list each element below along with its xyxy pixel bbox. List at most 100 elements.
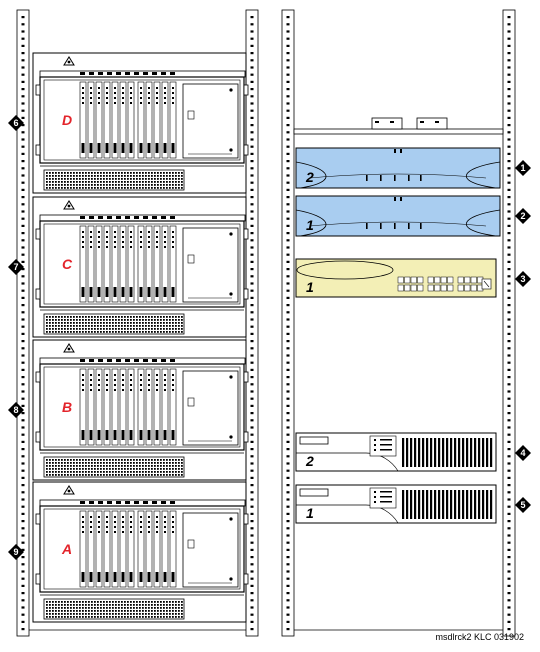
power-supply xyxy=(182,227,239,303)
circuit-pack xyxy=(169,510,177,588)
callout-2: 2 xyxy=(515,208,531,224)
callout-7: 7 xyxy=(8,259,24,275)
circuit-pack xyxy=(169,81,177,159)
circuit-pack xyxy=(103,368,111,446)
circuit-pack xyxy=(103,510,111,588)
rack-unit-switch: 2 xyxy=(295,147,501,189)
circuit-pack xyxy=(137,510,145,588)
cabinet-letter: D xyxy=(62,112,72,128)
unit-number: 2 xyxy=(305,453,314,469)
callout-3: 3 xyxy=(515,271,531,287)
circuit-pack xyxy=(145,510,153,588)
circuit-pack xyxy=(95,225,103,303)
power-supply xyxy=(182,83,239,159)
circuit-pack xyxy=(153,225,161,303)
unit-number: 2 xyxy=(305,169,314,185)
callout-8: 8 xyxy=(8,402,24,418)
right-rack-rail-left xyxy=(281,9,295,637)
circuit-pack xyxy=(169,368,177,446)
rack-unit-switch: 1 xyxy=(295,195,501,237)
callouts: 6 7 8 9 1 2 3 4 5 xyxy=(8,115,531,560)
callout-1: 1 xyxy=(515,160,531,176)
circuit-pack xyxy=(161,225,169,303)
circuit-pack xyxy=(79,368,87,446)
circuit-pack xyxy=(111,225,119,303)
shelf-device xyxy=(371,117,403,130)
shelf-device xyxy=(416,117,448,130)
callout-label: 3 xyxy=(520,274,525,284)
ups-badge xyxy=(299,488,329,497)
cabinet-letter: A xyxy=(61,541,72,557)
callout-6: 6 xyxy=(8,115,24,131)
circuit-pack xyxy=(127,368,135,446)
power-supply xyxy=(182,370,239,446)
callout-label: 9 xyxy=(13,547,18,557)
circuit-pack xyxy=(111,368,119,446)
callout-5: 5 xyxy=(515,497,531,513)
ups-panel xyxy=(369,487,397,509)
circuit-pack xyxy=(145,81,153,159)
circuit-pack xyxy=(119,368,127,446)
circuit-pack xyxy=(127,510,135,588)
circuit-pack xyxy=(145,225,153,303)
circuit-pack xyxy=(145,368,153,446)
circuit-pack xyxy=(169,225,177,303)
circuit-pack xyxy=(153,510,161,588)
switch-chassis xyxy=(295,195,501,237)
circuit-pack xyxy=(161,368,169,446)
rack-unit-ups: 2 xyxy=(295,432,497,472)
cabinet-letter: B xyxy=(62,399,72,415)
callout-9: 9 xyxy=(8,544,24,560)
cabinet-a: A xyxy=(32,481,249,623)
circuit-pack xyxy=(79,510,87,588)
callout-label: 1 xyxy=(520,163,525,173)
rack-unit-hub: 1 xyxy=(295,258,497,298)
callout-4: 4 xyxy=(515,445,531,461)
rack-unit-ups: 1 xyxy=(295,484,497,524)
circuit-pack xyxy=(95,81,103,159)
callout-label: 8 xyxy=(13,405,18,415)
circuit-pack xyxy=(87,510,95,588)
cabinet-c: C xyxy=(32,196,249,338)
ups-badge xyxy=(299,436,329,445)
left-rack: D C B A xyxy=(16,9,259,637)
unit-number: 1 xyxy=(306,279,314,295)
circuit-pack xyxy=(79,81,87,159)
right-rack: 2 1 1 2 1 xyxy=(281,9,516,637)
circuit-pack xyxy=(95,368,103,446)
circuit-pack xyxy=(87,225,95,303)
left-rack-rail-right xyxy=(245,9,259,637)
circuit-pack xyxy=(111,510,119,588)
circuit-pack xyxy=(137,225,145,303)
callout-label: 7 xyxy=(13,262,18,272)
circuit-pack xyxy=(161,510,169,588)
callout-label: 4 xyxy=(520,448,525,458)
circuit-pack xyxy=(87,81,95,159)
figure-caption: msdlrck2 KLC 031902 xyxy=(435,632,524,642)
circuit-pack xyxy=(161,81,169,159)
circuit-pack xyxy=(127,81,135,159)
circuit-pack xyxy=(119,510,127,588)
unit-number: 1 xyxy=(306,505,314,521)
circuit-pack xyxy=(137,368,145,446)
callout-label: 5 xyxy=(520,500,525,510)
callout-label: 2 xyxy=(520,211,525,221)
circuit-pack xyxy=(95,510,103,588)
cabinet-b: B xyxy=(32,339,249,481)
switch-chassis xyxy=(295,147,501,189)
circuit-pack xyxy=(137,81,145,159)
right-rack-rail-right xyxy=(502,9,516,637)
left-rack-rail-left xyxy=(16,9,30,637)
circuit-pack xyxy=(153,368,161,446)
ups-panel xyxy=(369,435,397,457)
circuit-pack xyxy=(127,225,135,303)
circuit-pack xyxy=(119,225,127,303)
circuit-pack xyxy=(153,81,161,159)
callout-label: 6 xyxy=(13,118,18,128)
circuit-pack xyxy=(103,225,111,303)
unit-number: 1 xyxy=(306,217,314,233)
circuit-pack xyxy=(103,81,111,159)
circuit-pack xyxy=(111,81,119,159)
cabinet-d: D xyxy=(32,52,249,194)
